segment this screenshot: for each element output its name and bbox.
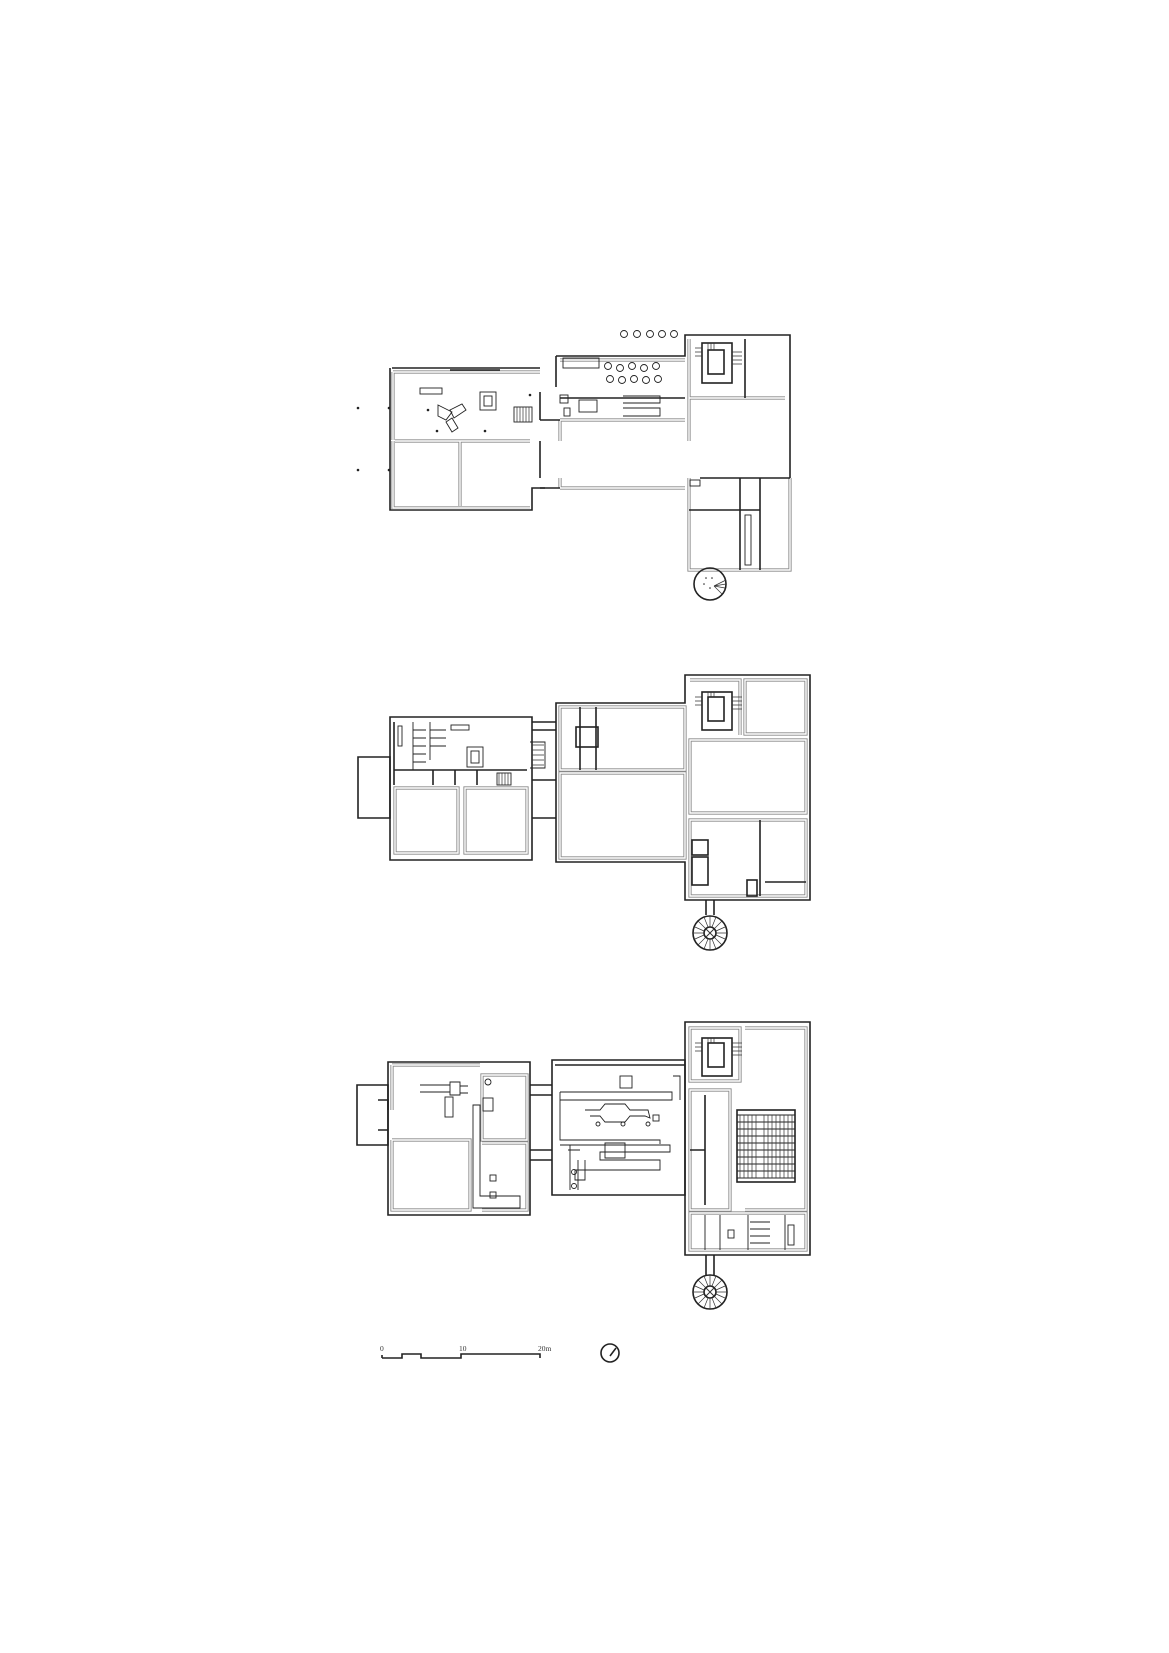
spiral-stair-lower <box>692 1255 728 1310</box>
spiral-stair-middle <box>692 900 728 951</box>
north-arrow-icon <box>600 1343 620 1363</box>
plan-middle <box>357 674 811 951</box>
auditorium-seating <box>736 1109 796 1183</box>
chairs <box>604 330 678 384</box>
scale-bar: 0 10 20m <box>380 1344 552 1359</box>
scale-label-0: 0 <box>380 1344 384 1353</box>
spiral-stair-upper <box>693 567 727 601</box>
scale-label-10: 10 <box>459 1344 467 1353</box>
plan-upper <box>356 330 792 601</box>
scale-label-20m: 20m <box>538 1344 552 1353</box>
plan-lower <box>356 1021 811 1310</box>
